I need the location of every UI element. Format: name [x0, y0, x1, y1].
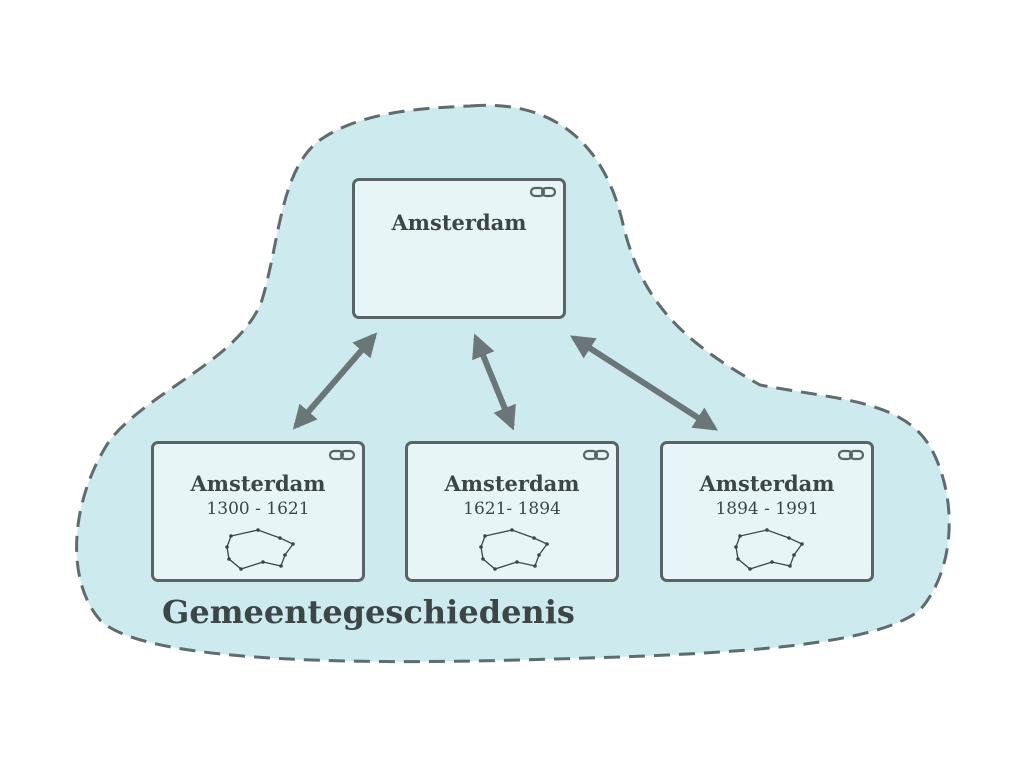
node-amsterdam-1300-1621[interactable]: Amsterdam 1300 - 1621: [151, 441, 365, 582]
city-outline-icon: [225, 528, 295, 571]
node-title: Amsterdam: [190, 471, 326, 496]
node-period: 1894 - 1991: [715, 499, 819, 519]
node-title: Amsterdam: [444, 471, 580, 496]
link-icon[interactable]: [328, 448, 356, 462]
city-outline-icon: [734, 528, 804, 571]
link-icon[interactable]: [837, 448, 865, 462]
node-amsterdam-1621-1894[interactable]: Amsterdam 1621- 1894: [405, 441, 619, 582]
node-title: Amsterdam: [391, 210, 527, 235]
city-outline-icon: [479, 528, 549, 571]
arrow-top-to-1300: [292, 332, 378, 430]
link-icon[interactable]: [582, 448, 610, 462]
arrow-top-to-1621: [472, 333, 516, 431]
link-icon[interactable]: [529, 185, 557, 199]
group-label: Gemeentegeschiedenis: [162, 593, 575, 631]
node-period: 1300 - 1621: [206, 499, 310, 519]
node-title: Amsterdam: [699, 471, 835, 496]
node-amsterdam-1894-1991[interactable]: Amsterdam 1894 - 1991: [660, 441, 874, 582]
arrow-top-to-1894: [569, 335, 719, 431]
node-amsterdam[interactable]: Amsterdam: [352, 178, 566, 319]
node-period: 1621- 1894: [463, 499, 561, 519]
